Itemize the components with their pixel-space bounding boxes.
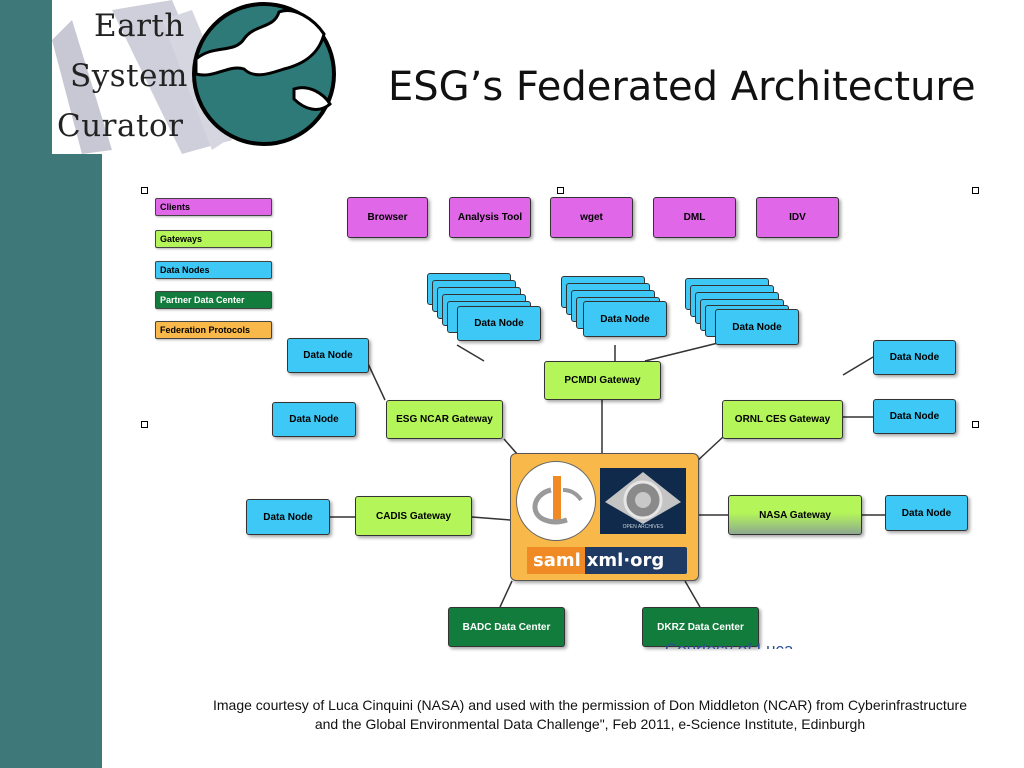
federation-protocols-panel: OPEN ARCHIVES saml xml·org — [510, 453, 699, 581]
selection-handle — [141, 187, 148, 194]
client-idv: IDV — [756, 197, 839, 238]
selection-handle — [972, 421, 979, 428]
ornl-ces-gateway: ORNL CES Gateway — [722, 400, 843, 439]
data-node: Data Node — [246, 499, 330, 535]
selection-handle — [972, 187, 979, 194]
slide-title: ESG’s Federated Architecture — [388, 64, 976, 110]
legend-federation-protocols: Federation Protocols — [155, 321, 272, 339]
legend-partner-data-center: Partner Data Center — [155, 291, 272, 309]
data-node: Data Node — [873, 399, 956, 434]
logo-word-earth: Earth — [94, 8, 185, 44]
earth-system-curator-logo: Earth System Curator — [52, 0, 342, 154]
legend-data-nodes: Data Nodes — [155, 261, 272, 279]
data-node: Data Node — [272, 402, 356, 437]
client-dml: DML — [653, 197, 736, 238]
image-caption: Image courtesy of Luca Cinquini (NASA) a… — [213, 697, 967, 732]
nasa-gateway: NASA Gateway — [728, 495, 862, 535]
logo-word-curator: Curator — [57, 108, 184, 144]
federated-architecture-diagram: Clients Gateways Data Nodes Partner Data… — [145, 185, 985, 650]
openid-logo — [516, 461, 596, 541]
data-node: Data Node — [457, 306, 541, 341]
data-node: Data Node — [873, 340, 956, 375]
cadis-gateway: CADIS Gateway — [355, 496, 472, 536]
logo-word-system: System — [70, 58, 188, 94]
badc-data-center: BADC Data Center — [448, 607, 565, 647]
legend-clients: Clients — [155, 198, 272, 216]
faded-courtesy-text: Courtesy of Luca — [665, 640, 794, 649]
saml-label: saml — [527, 547, 585, 574]
dkrz-data-center: DKRZ Data Center — [642, 607, 759, 647]
esg-ncar-gateway: ESG NCAR Gateway — [386, 400, 503, 439]
data-node: Data Node — [583, 301, 667, 337]
client-analysis-tool: Analysis Tool — [449, 197, 531, 238]
saml-xml-org-logo: saml xml·org — [527, 547, 687, 574]
selection-handle — [141, 421, 148, 428]
data-node: Data Node — [885, 495, 968, 531]
selection-handle — [557, 187, 564, 194]
data-node: Data Node — [715, 309, 799, 345]
open-archives-logo: OPEN ARCHIVES — [600, 468, 686, 534]
data-node: Data Node — [287, 338, 369, 373]
client-wget: wget — [550, 197, 633, 238]
xml-org-label: xml·org — [586, 550, 665, 571]
legend-gateways: Gateways — [155, 230, 272, 248]
open-archives-label: OPEN ARCHIVES — [622, 524, 664, 530]
pcmdi-gateway: PCMDI Gateway — [544, 361, 661, 400]
client-browser: Browser — [347, 197, 428, 238]
